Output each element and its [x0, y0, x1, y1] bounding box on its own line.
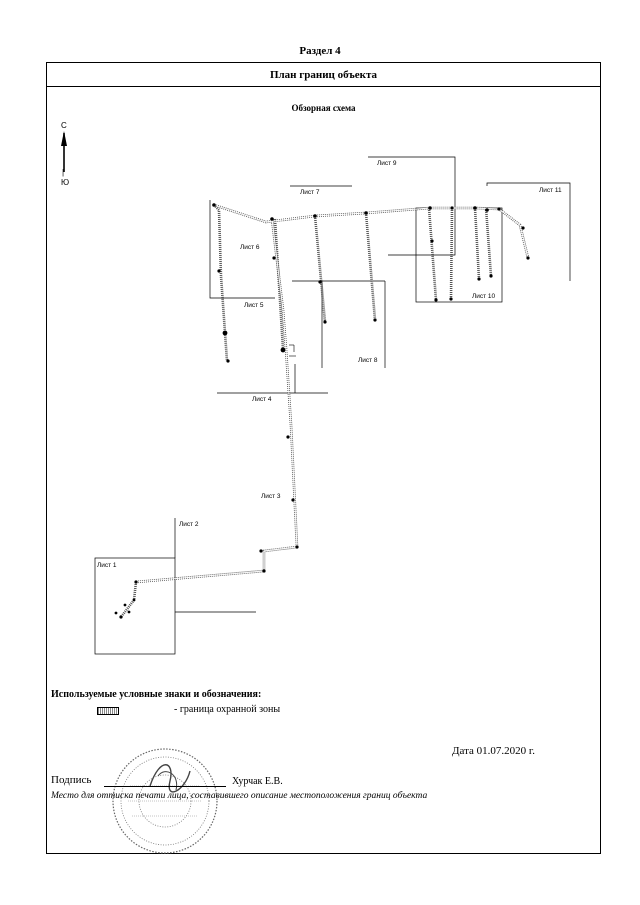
- sheet-label: Лист 8: [358, 357, 378, 364]
- south-mark: |: [62, 168, 65, 177]
- hatched-rectangle-icon: [97, 707, 119, 715]
- north-label: С: [61, 121, 67, 130]
- legend-item-text: - граница охранной зоны: [174, 704, 281, 715]
- sheet-label: Лист 2: [179, 521, 199, 528]
- sheet-label: Лист 6: [240, 244, 260, 251]
- round-seal-stamp: [112, 748, 218, 854]
- section-title: Раздел 4: [299, 45, 341, 57]
- sheet-label: Лист 1: [97, 562, 117, 569]
- signer-name: Хурчак Е.В.: [232, 776, 283, 787]
- sheet-label: Лист 4: [252, 396, 272, 403]
- signature-line: [104, 786, 226, 787]
- plan-title: План границ объекта: [47, 63, 600, 87]
- overview-title: Обзорная схема: [291, 103, 356, 113]
- sheet-1-frame: [94, 557, 176, 655]
- signature-label: Подпись: [51, 774, 92, 786]
- sheet-label: Лист 9: [377, 160, 397, 167]
- sheet-label: Лист 10: [472, 293, 496, 300]
- legend-title: Используемые условные знаки и обозначени…: [51, 689, 262, 700]
- page-frame: План границ объекта Обзорная схема: [46, 62, 601, 854]
- sheet-label: Лист 7: [300, 189, 320, 196]
- stamp-note: Место для оттиска печати лица, составивш…: [51, 791, 428, 801]
- sheet-label: Лист 5: [244, 302, 264, 309]
- sheet-label: Лист 3: [261, 493, 281, 500]
- south-label: Ю: [61, 178, 70, 187]
- document-date: Дата 01.07.2020 г.: [452, 745, 535, 757]
- sheet-label: Лист 11: [539, 187, 562, 194]
